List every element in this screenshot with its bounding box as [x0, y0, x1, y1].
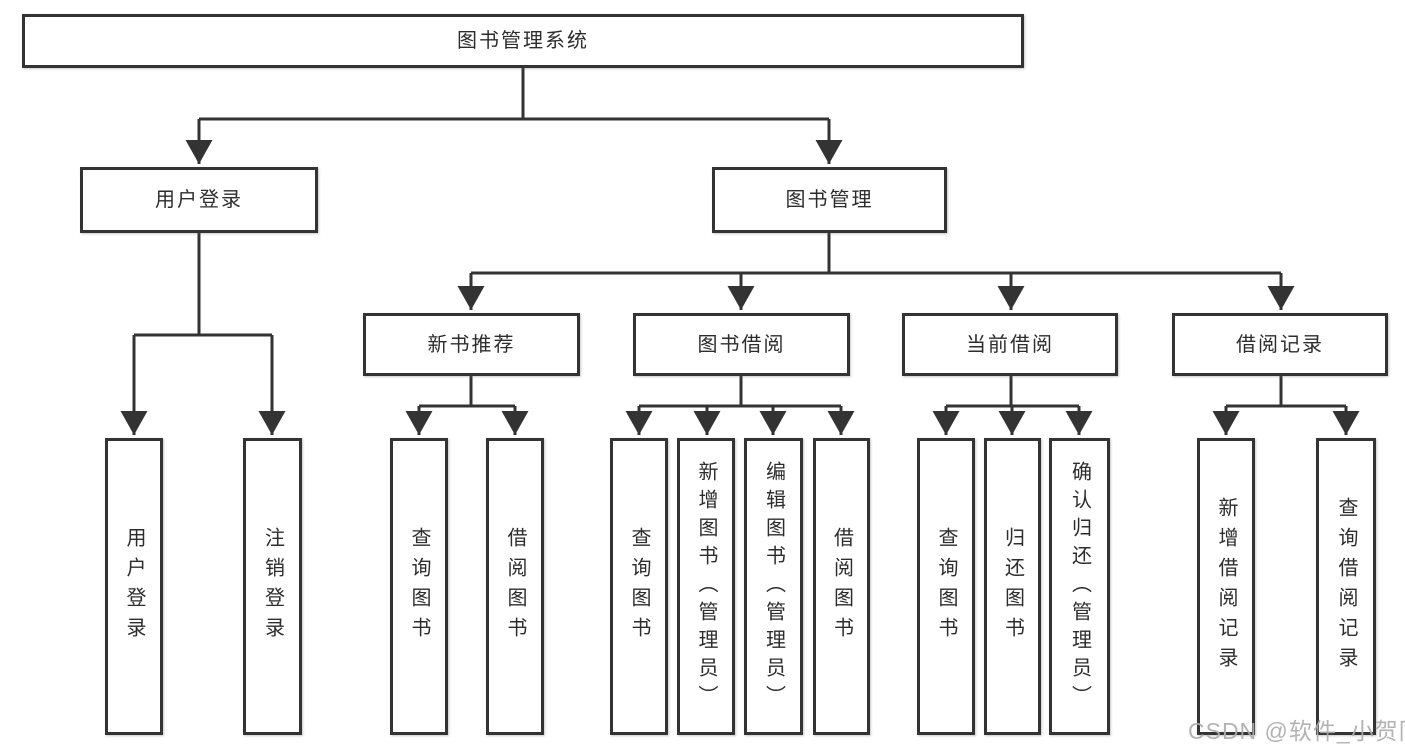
leaf-borrow-books-1: 借阅图书: [486, 438, 544, 735]
leaf-borrow-books-1-label: 借阅图书: [504, 526, 526, 647]
leaf-edit-book-admin-label: 编辑图书（管理员）: [762, 460, 785, 713]
node-new-book-recommend: 新书推荐: [363, 313, 580, 376]
connector-group: [120, 68, 1360, 435]
leaf-add-borrow-record: 新增借阅记录: [1197, 438, 1255, 735]
node-book-borrow: 图书借阅: [633, 313, 850, 376]
csdn-watermark: CSDN @软件_小贺同学: [1188, 718, 1405, 744]
node-book-borrow-label: 图书借阅: [697, 333, 786, 356]
leaf-query-books-2: 查询图书: [610, 438, 668, 735]
node-book-management-label: 图书管理: [785, 189, 874, 211]
node-user-login: 用户登录: [80, 167, 318, 233]
node-borrow-records-label: 借阅记录: [1236, 333, 1324, 356]
node-current-borrow: 当前借阅: [902, 313, 1118, 376]
node-root-label: 图书管理系统: [457, 30, 589, 52]
leaf-add-book-admin-label: 新增图书（管理员）: [695, 460, 717, 713]
leaf-borrow-books-2: 借阅图书: [813, 438, 870, 735]
node-book-management: 图书管理: [712, 167, 947, 233]
leaf-return-book: 归还图书: [984, 438, 1041, 735]
leaf-query-books-2-label: 查询图书: [628, 526, 650, 647]
leaf-add-borrow-record-label: 新增借阅记录: [1215, 496, 1237, 677]
leaf-user-login: 用户登录: [105, 438, 163, 735]
node-current-borrow-label: 当前借阅: [966, 333, 1054, 356]
leaf-query-books-1-label: 查询图书: [408, 526, 430, 647]
leaf-query-borrow-record: 查询借阅记录: [1316, 438, 1376, 735]
leaf-add-book-admin: 新增图书（管理员）: [677, 438, 735, 735]
leaf-logout: 注销登录: [243, 438, 302, 735]
leaf-logout-label: 注销登录: [261, 526, 284, 647]
node-root: 图书管理系统: [22, 14, 1024, 68]
node-new-book-recommend-label: 新书推荐: [427, 333, 516, 356]
leaf-confirm-return-admin-label: 确认归还（管理员）: [1068, 460, 1091, 713]
node-borrow-records: 借阅记录: [1172, 313, 1388, 376]
leaf-query-books-3-label: 查询图书: [935, 526, 957, 647]
leaf-query-books-3: 查询图书: [917, 438, 975, 735]
leaf-user-login-label: 用户登录: [123, 526, 145, 647]
leaf-return-book-label: 归还图书: [1001, 526, 1024, 647]
leaf-query-books-1: 查询图书: [390, 438, 448, 735]
leaf-edit-book-admin: 编辑图书（管理员）: [744, 438, 803, 735]
leaf-confirm-return-admin: 确认归还（管理员）: [1049, 438, 1110, 735]
leaf-query-borrow-record-label: 查询借阅记录: [1335, 496, 1357, 677]
leaf-borrow-books-2-label: 借阅图书: [830, 526, 853, 647]
node-user-login-label: 用户登录: [155, 189, 243, 211]
